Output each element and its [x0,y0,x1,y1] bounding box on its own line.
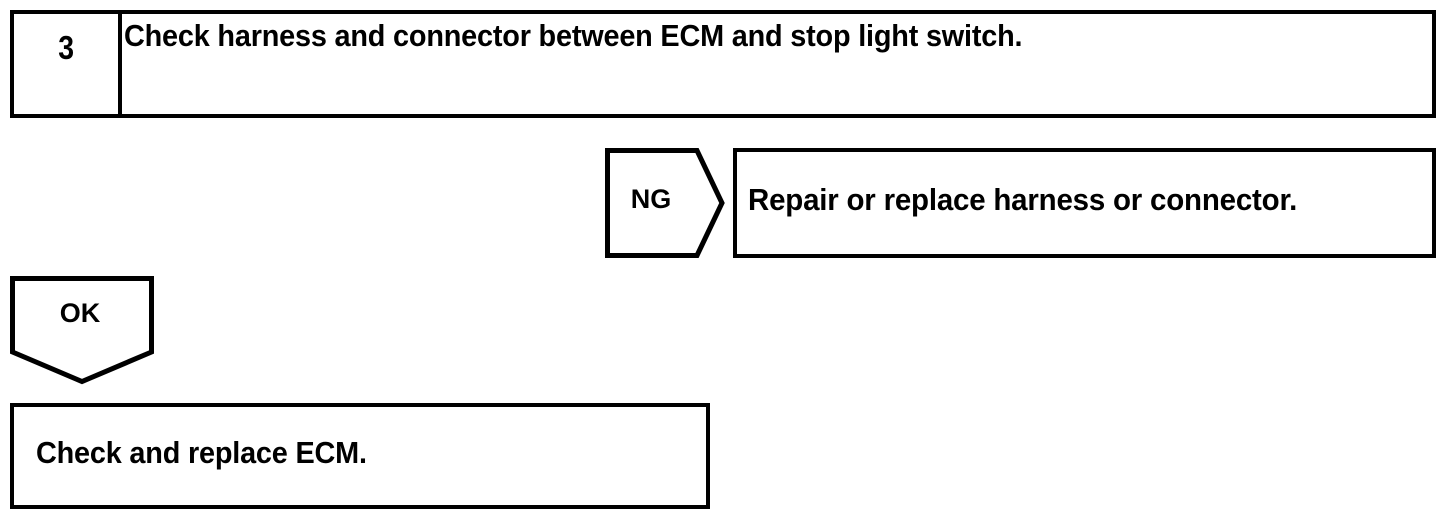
step-number-label: 3 [58,29,74,66]
ng-arrow-icon [605,148,725,258]
ok-branch-label: OK [59,298,101,328]
final-action-box [10,403,710,509]
step-number-cell: 3 [14,14,122,114]
ok-arrow-icon [8,276,156,386]
step-instruction-text: Check harness and connector between ECM … [124,18,1023,53]
ng-branch-label: NG [630,184,672,214]
ng-action-text: Repair or replace harness or connector. [748,182,1298,217]
step-row: 3 [10,10,1436,118]
ng-action-box [733,148,1436,258]
final-action-text: Check and replace ECM. [36,435,367,470]
